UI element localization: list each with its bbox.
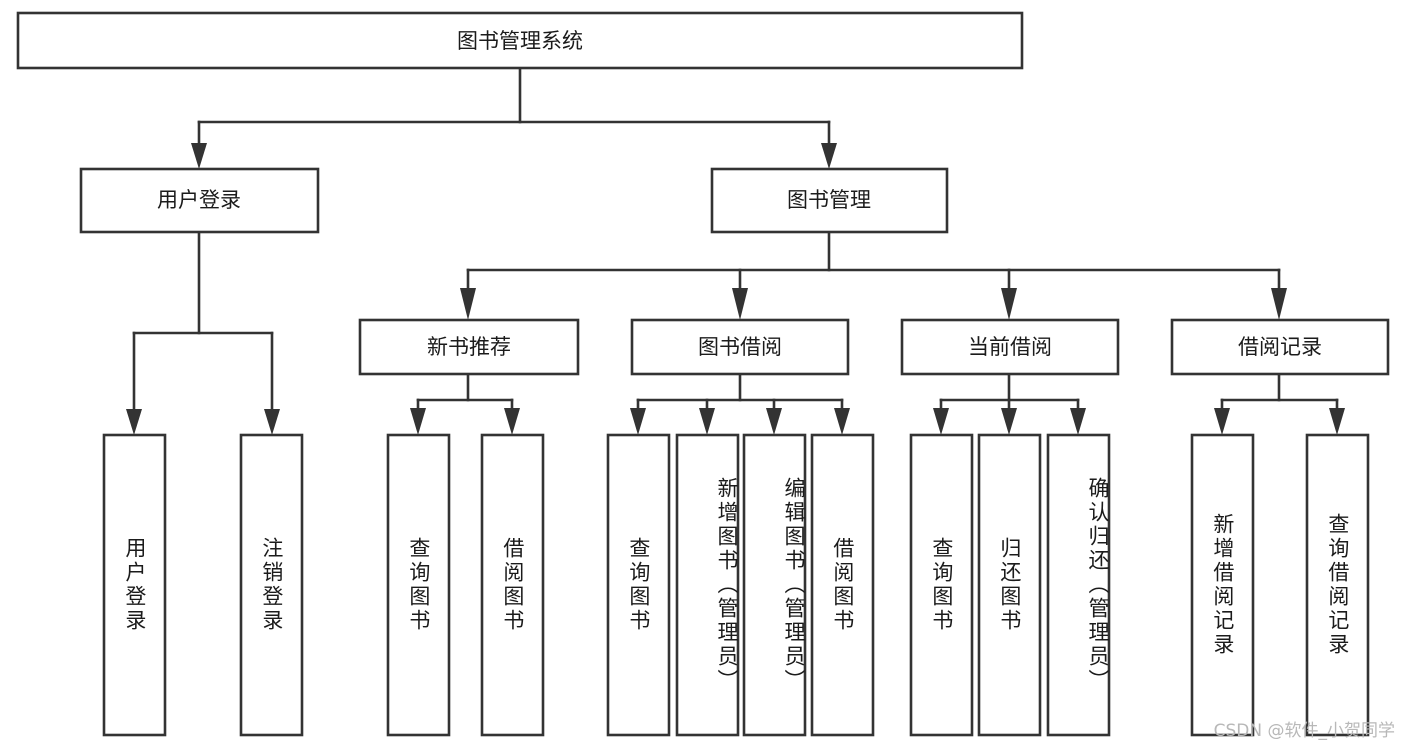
connector-group-user-login bbox=[126, 230, 280, 435]
arrow-head-borrow-record bbox=[1271, 288, 1287, 320]
arrow-head-leaf-add-book bbox=[699, 408, 715, 435]
node-leaf-confirm-return-box[interactable] bbox=[1046, 433, 1111, 737]
node-leaf-return-book-box[interactable] bbox=[977, 433, 1042, 737]
arrow-head-book-borrow bbox=[732, 288, 748, 320]
arrow-head-leaf-query-book-3 bbox=[933, 408, 949, 435]
node-book-manage[interactable]: 图书管理 bbox=[710, 167, 949, 234]
node-book-manage-box[interactable] bbox=[710, 167, 949, 234]
arrow-head-leaf-borrow-book-1 bbox=[504, 408, 520, 435]
node-root-box[interactable] bbox=[16, 11, 1024, 70]
arrow-head-leaf-add-record bbox=[1214, 408, 1230, 435]
node-leaf-edit-book-box[interactable] bbox=[742, 433, 807, 737]
node-leaf-borrow-book-2-box[interactable] bbox=[810, 433, 875, 737]
node-borrow-record-label: 借阅记录 bbox=[1238, 335, 1322, 359]
node-root[interactable]: 图书管理系统 bbox=[16, 11, 1024, 70]
node-leaf-add-book-box[interactable] bbox=[675, 433, 740, 737]
node-user-login-label: 用户登录 bbox=[157, 188, 241, 212]
arrow-head-user-login bbox=[191, 143, 207, 169]
node-current-borrow-label: 当前借阅 bbox=[968, 335, 1052, 359]
arrow-head-leaf-edit-book bbox=[766, 408, 782, 435]
node-leaf-borrow-book-1-box[interactable] bbox=[480, 433, 545, 737]
arrow-head-leaf-logout bbox=[264, 409, 280, 435]
arrow-head-current-borrow bbox=[1001, 288, 1017, 320]
node-book-manage-label: 图书管理 bbox=[787, 188, 871, 212]
arrow-head-leaf-confirm-return bbox=[1070, 408, 1086, 435]
connector-group-root bbox=[191, 66, 837, 169]
connector-group-borrow-record bbox=[1214, 372, 1345, 435]
node-user-login-box[interactable] bbox=[79, 167, 320, 234]
connector-group-book-manage bbox=[460, 230, 1287, 320]
node-book-borrow[interactable]: 图书借阅 bbox=[630, 318, 850, 376]
node-current-borrow-box[interactable] bbox=[900, 318, 1120, 376]
arrow-head-leaf-query-book-1 bbox=[410, 408, 426, 435]
node-new-book-rec[interactable]: 新书推荐 bbox=[358, 318, 580, 376]
arrow-head-leaf-query-book-2 bbox=[630, 408, 646, 435]
node-root-label: 图书管理系统 bbox=[457, 29, 583, 53]
node-leaf-user-login-box[interactable] bbox=[102, 433, 167, 737]
arrow-head-leaf-query-record bbox=[1329, 408, 1345, 435]
node-new-book-rec-label: 新书推荐 bbox=[427, 335, 511, 359]
arrow-head-leaf-return-book bbox=[1001, 408, 1017, 435]
arrow-head-leaf-borrow-book-2 bbox=[834, 408, 850, 435]
node-book-borrow-label: 图书借阅 bbox=[698, 335, 782, 359]
connector-group-new-book-rec bbox=[410, 372, 520, 435]
connector-group-book-borrow bbox=[630, 372, 850, 435]
node-leaf-query-record-box[interactable] bbox=[1305, 433, 1370, 737]
node-leaf-query-book-3-box[interactable] bbox=[909, 433, 974, 737]
node-borrow-record[interactable]: 借阅记录 bbox=[1170, 318, 1390, 376]
node-user-login[interactable]: 用户登录 bbox=[79, 167, 320, 234]
node-leaf-logout-box[interactable] bbox=[239, 433, 304, 737]
node-current-borrow[interactable]: 当前借阅 bbox=[900, 318, 1120, 376]
arrow-head-new-book-rec bbox=[460, 288, 476, 320]
node-book-borrow-box[interactable] bbox=[630, 318, 850, 376]
watermark-text: CSDN @软件_小贺同学 bbox=[1213, 721, 1395, 741]
node-borrow-record-box[interactable] bbox=[1170, 318, 1390, 376]
node-leaf-add-record-box[interactable] bbox=[1190, 433, 1255, 737]
node-leaf-query-book-2-box[interactable] bbox=[606, 433, 671, 737]
arrow-head-leaf-user-login bbox=[126, 409, 142, 435]
node-leaf-query-book-1-box[interactable] bbox=[386, 433, 451, 737]
node-new-book-rec-box[interactable] bbox=[358, 318, 580, 376]
arrow-head-book-manage bbox=[821, 143, 837, 169]
connector-group-current-borrow bbox=[933, 372, 1086, 435]
